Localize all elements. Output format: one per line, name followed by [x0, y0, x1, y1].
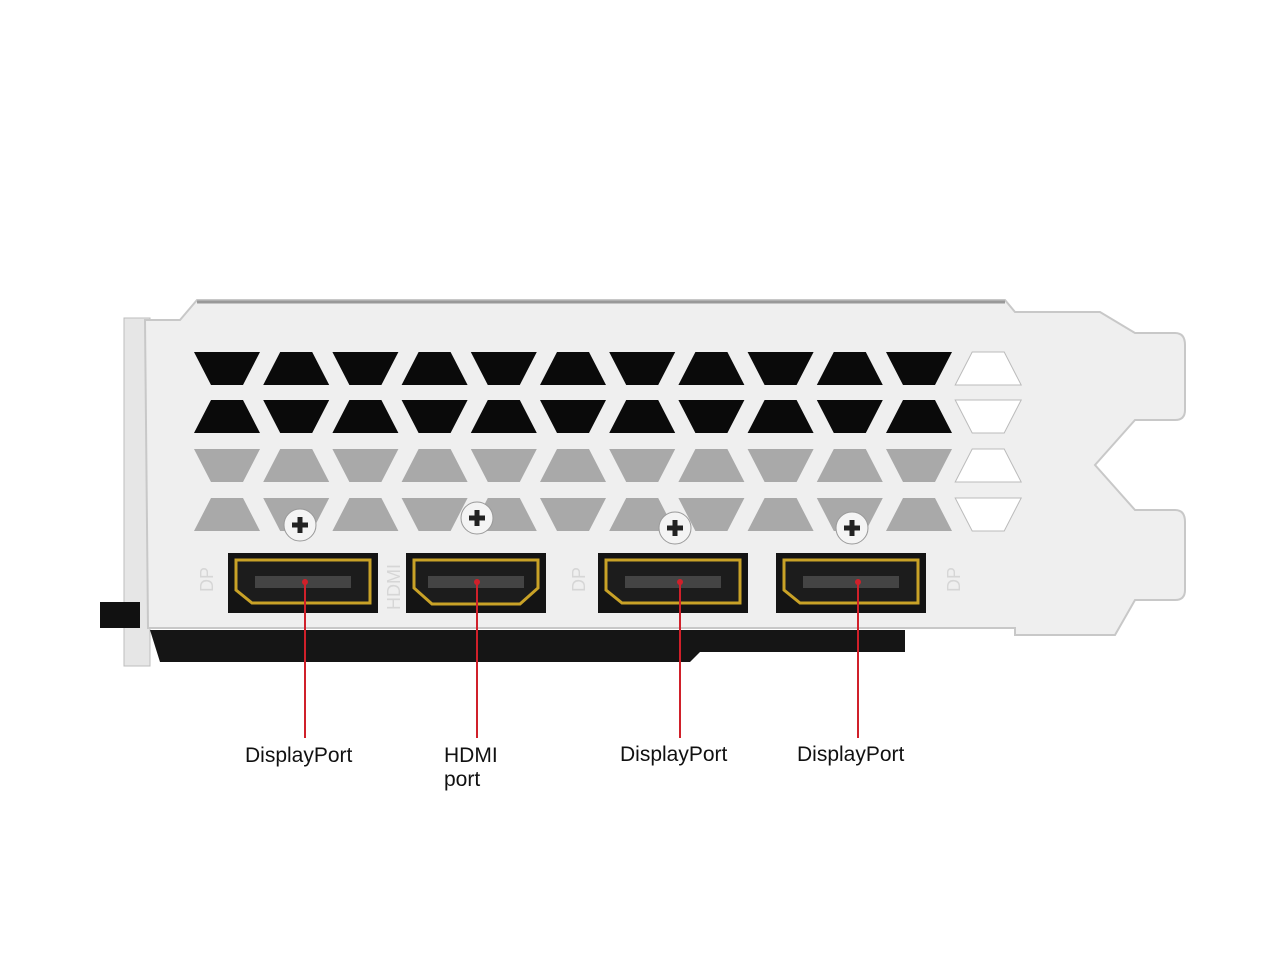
vent-hole: [954, 497, 1023, 532]
port-displayport-1: DP: [197, 508, 378, 738]
vent-hole: [263, 400, 330, 433]
vent-hole: [332, 449, 399, 482]
vent-hole: [678, 449, 745, 482]
screw-cross: [667, 520, 683, 536]
bracket-clip: [100, 602, 140, 628]
vent-hole: [886, 352, 952, 385]
vent-hole: [816, 352, 883, 385]
vent-hole: [747, 449, 814, 482]
port-displayport-4: DP: [776, 511, 964, 738]
vent-grid: [194, 351, 1023, 532]
callout-dot: [474, 579, 480, 585]
vent-hole: [194, 400, 260, 433]
vent-hole: [609, 400, 676, 433]
card-edge: [150, 630, 905, 662]
vent-hole: [263, 352, 330, 385]
vent-hole: [886, 498, 952, 531]
vent-hole: [332, 352, 399, 385]
port-pins: [803, 576, 899, 588]
vent-hole: [678, 400, 745, 433]
engraved-label: DP: [197, 567, 217, 592]
vent-hole: [540, 400, 606, 433]
port-pins: [625, 576, 721, 588]
callout-dot: [302, 579, 308, 585]
vent-hole: [678, 498, 745, 531]
callout-label-displayport-2: DisplayPort: [620, 743, 728, 766]
vent-hole: [747, 400, 814, 433]
callout-label-hdmi-line1: HDMI: [444, 744, 498, 767]
vent-hole: [470, 352, 537, 385]
vent-hole: [401, 352, 468, 385]
vent-hole: [332, 498, 399, 531]
vent-hole: [470, 449, 537, 482]
vent-hole: [816, 449, 883, 482]
vent-hole: [747, 352, 814, 385]
vent-hole: [886, 400, 952, 433]
vent-hole: [263, 449, 330, 482]
vent-hole: [401, 449, 468, 482]
vent-hole: [816, 400, 883, 433]
vent-hole: [747, 498, 814, 531]
vent-hole: [401, 400, 468, 433]
vent-hole: [470, 400, 537, 433]
callout-label-displayport-1: DisplayPort: [245, 744, 353, 767]
port-hdmi-2: HDMI: [384, 501, 546, 738]
vent-hole: [540, 449, 606, 482]
vent-hole: [332, 400, 399, 433]
vent-hole: [609, 352, 676, 385]
vent-hole: [194, 498, 260, 531]
screw-cross: [469, 510, 485, 526]
ports: DP HDMI DP DP: [197, 501, 964, 738]
vent-hole: [194, 449, 260, 482]
engraved-label: DP: [944, 567, 964, 592]
screw-cross: [844, 520, 860, 536]
vent-hole: [954, 351, 1023, 386]
vent-hole: [540, 498, 606, 531]
vent-hole: [401, 498, 468, 531]
vent-hole: [540, 352, 606, 385]
vent-hole: [609, 498, 676, 531]
vent-hole: [609, 449, 676, 482]
callout-label-displayport-3: DisplayPort: [797, 743, 905, 766]
callout-label-hdmi-line2: port: [444, 768, 481, 791]
callout-dot: [677, 579, 683, 585]
vent-hole: [954, 399, 1023, 434]
vent-hole: [194, 352, 260, 385]
vent-hole: [954, 448, 1023, 483]
screw-cross: [292, 517, 308, 533]
vent-hole: [886, 449, 952, 482]
callout-dot: [855, 579, 861, 585]
engraved-label: HDMI: [384, 564, 404, 610]
port-displayport-3: DP: [569, 511, 748, 738]
vent-hole: [678, 352, 745, 385]
engraved-label: DP: [569, 567, 589, 592]
